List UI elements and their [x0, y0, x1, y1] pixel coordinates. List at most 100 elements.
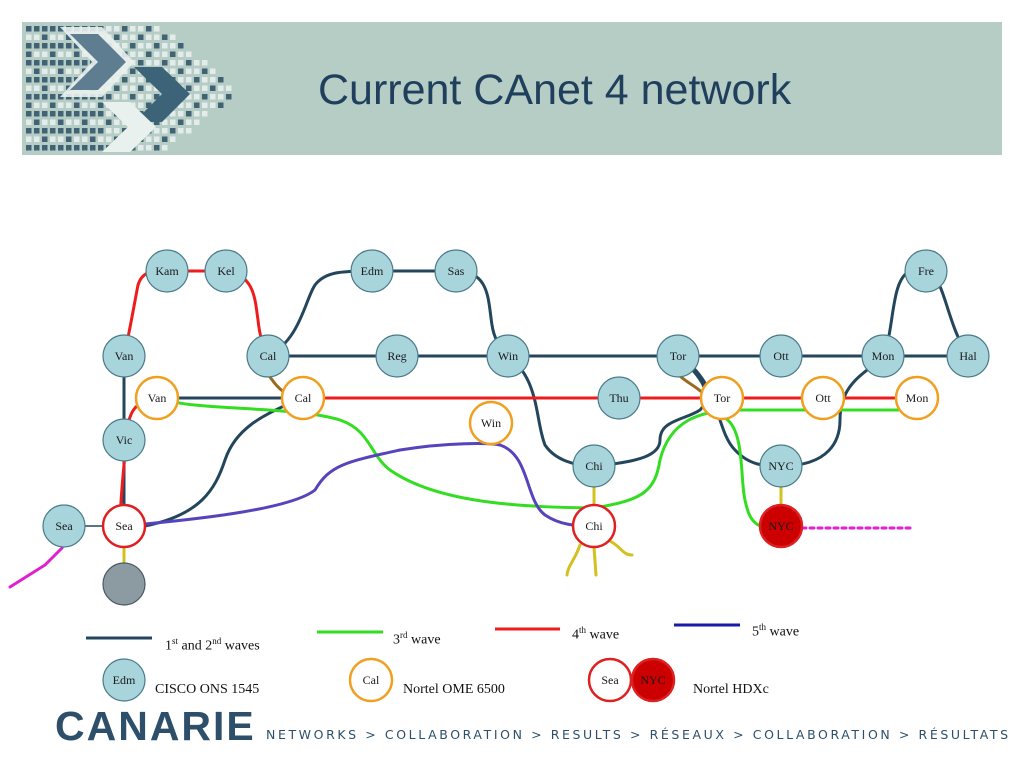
node-hal: Hal	[946, 334, 990, 378]
magenta-link-west	[8, 546, 64, 589]
legend-wave12-part-3: nd	[212, 636, 222, 646]
nyc1-label: NYC	[768, 459, 793, 473]
link-chi-tor	[592, 354, 708, 468]
thu-label: Thu	[609, 391, 628, 405]
canarie-logo: CANARIE	[55, 703, 256, 750]
van-label: Van	[115, 349, 134, 363]
mon2-circle	[894, 375, 940, 421]
footer-tagline: NETWORKS > COLLABORATION > RESULTS > RÉS…	[266, 727, 1011, 742]
node-edm: Edm	[350, 249, 394, 293]
sas-label: Sas	[448, 264, 465, 278]
ott-label: Ott	[773, 349, 789, 363]
kam-label: Kam	[155, 264, 179, 278]
cal-label: Cal	[260, 349, 277, 363]
node-cal: Cal	[246, 334, 290, 378]
logo-text: CANARIE	[55, 703, 256, 749]
kam-circle	[145, 249, 189, 293]
chi2-stub-c	[606, 538, 634, 557]
cal2-label: Cal	[295, 391, 312, 405]
mon-circle	[861, 334, 905, 378]
nyc2-circle	[758, 503, 804, 549]
legend-node-nortel-hdxc-label-2: NYC	[640, 673, 665, 687]
node-cal2: Cal	[280, 375, 326, 421]
chi2-stub-a	[565, 543, 582, 577]
chi1-label: Chi	[585, 459, 603, 473]
legend-label-wave12: 1st and 2nd waves	[165, 636, 260, 655]
kel-circle	[204, 249, 248, 293]
kel-label: Kel	[217, 264, 235, 278]
legend-wave12-part-4: waves	[221, 638, 260, 654]
legend-wave3-part-2: wave	[407, 632, 441, 648]
node-ott: Ott	[759, 334, 803, 378]
win2-circle	[468, 400, 514, 446]
node-van2: Van	[134, 375, 180, 421]
legend-wave12-part-2: and 2	[178, 638, 213, 654]
node-nyc2: NYC	[758, 503, 804, 549]
mon-label: Mon	[872, 349, 895, 363]
node-tor2: Tor	[699, 375, 745, 421]
chi2-label: Chi	[585, 519, 603, 533]
fre-label: Fre	[918, 264, 934, 278]
legend-node-cisco-label: Edm	[113, 673, 136, 687]
ott2-label: Ott	[815, 391, 831, 405]
van2-label: Van	[148, 391, 167, 405]
legend-label-wave5: 5th wave	[752, 622, 799, 641]
legend-wave4-part-2: wave	[586, 627, 620, 643]
win-label: Win	[498, 349, 518, 363]
header-banner	[22, 22, 1002, 155]
legend-node-nortel-hdxc-label: Sea	[601, 673, 619, 687]
nyc2-label: NYC	[768, 519, 793, 533]
link-van2-chi2	[155, 396, 596, 510]
legend-wave4-part-0: 4	[572, 627, 579, 643]
node-chi1: Chi	[572, 444, 616, 488]
node-chi2: Chi	[571, 503, 617, 549]
edm-label: Edm	[361, 264, 384, 278]
thu-circle	[597, 376, 641, 420]
sea2-label: Sea	[115, 519, 133, 533]
node-mon2: Mon	[894, 375, 940, 421]
hal-circle	[946, 334, 990, 378]
legend-label-nortel-ome: Nortel OME 6500	[403, 682, 505, 697]
legend-wave5-part-0: 5	[752, 624, 759, 640]
node-van: Van	[102, 334, 146, 378]
legend-wave5-part-1: th	[759, 622, 767, 632]
node-ott2: Ott	[800, 375, 846, 421]
link-sea-win2	[122, 442, 502, 528]
cal-circle	[246, 334, 290, 378]
legend-wave12-part-1: st	[172, 636, 179, 646]
nyc1-circle	[759, 444, 803, 488]
win-circle	[486, 334, 530, 378]
node-fre: Fre	[904, 249, 948, 293]
legend-node-nortel-ome: Cal	[348, 657, 394, 703]
van-circle	[102, 334, 146, 378]
tor-circle	[656, 334, 700, 378]
legend-label-wave3: 3rd wave	[393, 630, 441, 649]
legend-label-cisco: CISCO ONS 1545	[155, 682, 260, 697]
node-mon: Mon	[861, 334, 905, 378]
node-nyc1: NYC	[759, 444, 803, 488]
sea1-label: Sea	[55, 519, 73, 533]
hal-label: Hal	[959, 349, 977, 363]
page-title: Current CAnet 4 network	[318, 66, 792, 114]
link-tor2-nyc2	[723, 416, 762, 528]
tor2-circle	[699, 375, 745, 421]
link-cal2-sea	[143, 396, 305, 528]
node-reg: Reg	[375, 334, 419, 378]
legend-node-nortel-ome-label: Cal	[363, 673, 380, 687]
link-chi2-tor2	[592, 408, 732, 510]
chi2-circle	[571, 503, 617, 549]
node-kam: Kam	[145, 249, 189, 293]
win2-label: Win	[481, 416, 501, 430]
legend-label-wave4: 4th wave	[572, 625, 619, 644]
cal2-circle	[280, 375, 326, 421]
node-gray	[102, 562, 146, 606]
van2-circle	[134, 375, 180, 421]
sea2-circle	[101, 503, 147, 549]
node-win2: Win	[468, 400, 514, 446]
node-tor: Tor	[656, 334, 700, 378]
node-vic: Vic	[102, 418, 146, 462]
node-kel: Kel	[204, 249, 248, 293]
